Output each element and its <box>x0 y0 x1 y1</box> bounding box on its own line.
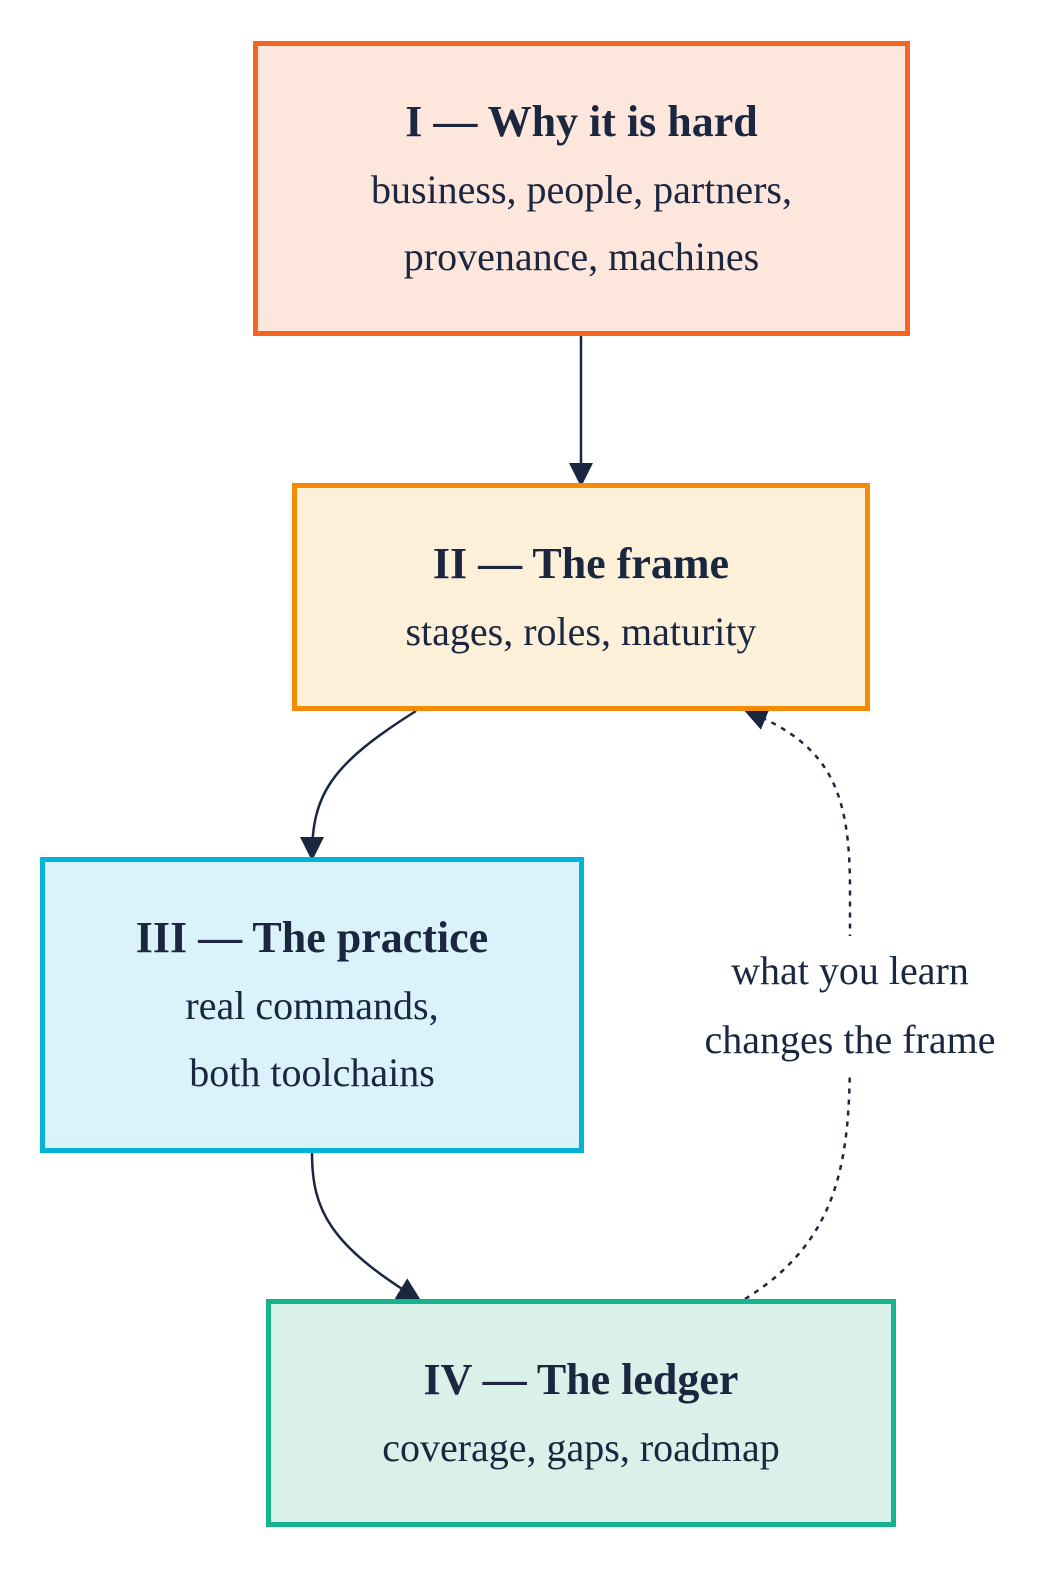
stage-node-why-it-is-hard: I — Why it is hard business, people, par… <box>253 41 910 336</box>
node-title: IV — The ledger <box>423 1354 739 1404</box>
feedback-edge-label: what you learn changes the frame <box>668 936 1032 1074</box>
node-detail-line: coverage, gaps, roadmap <box>382 1424 780 1470</box>
edge-practice-to-ledger <box>310 1152 422 1302</box>
feedback-label-line: changes the frame <box>704 1017 996 1062</box>
node-title: III — The practice <box>135 913 489 962</box>
node-detail-line: real commands, <box>185 983 439 1028</box>
stage-node-the-ledger: IV — The ledger coverage, gaps, roadmap <box>266 1299 896 1527</box>
node-title: II — The frame <box>432 538 730 588</box>
edge-frame-to-practice <box>300 709 417 861</box>
feedback-label-line: what you learn <box>731 948 969 993</box>
node-detail-line: business, people, partners, <box>370 166 792 212</box>
stage-node-the-frame: II — The frame stages, roles, maturity <box>292 483 870 711</box>
node-title: I — Why it is hard <box>405 96 758 146</box>
node-detail-line: stages, roles, maturity <box>405 608 757 654</box>
edge-ledger-to-frame-feedback <box>743 707 852 1301</box>
node-detail-line: both toolchains <box>189 1050 435 1095</box>
node-detail-line: provenance, machines <box>403 233 760 279</box>
stage-node-the-practice: III — The practice real commands, both t… <box>40 857 584 1153</box>
